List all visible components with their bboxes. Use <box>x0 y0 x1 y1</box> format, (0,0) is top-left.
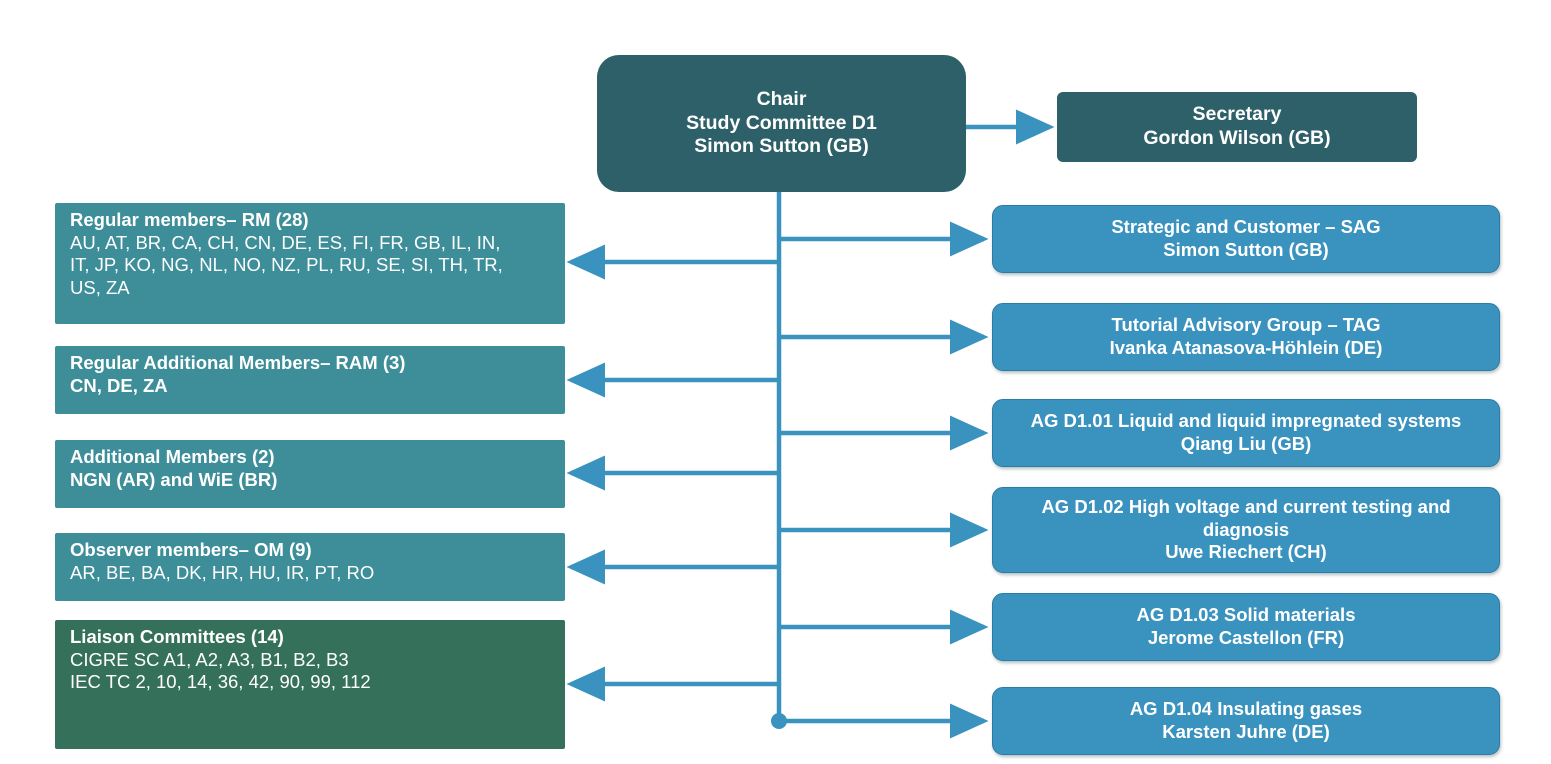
secretary-role: Secretary <box>1192 103 1282 126</box>
trunk-end-dot <box>771 713 787 729</box>
member-box-observer-members[interactable]: Observer members– OM (9) AR, BE, BA, DK,… <box>55 533 565 601</box>
member-body: AU, AT, BR, CA, CH, CN, DE, ES, FI, FR, … <box>70 231 503 298</box>
liaison-iec-tc: IEC TC 2, 10, 14, 36, 42, 90, 99, 112 <box>70 671 371 693</box>
group-convenor: Qiang Liu (GB) <box>1180 433 1312 454</box>
group-title: AG D1.01 Liquid and liquid impregnated s… <box>1030 410 1462 432</box>
group-title: AG D1.04 Insulating gases <box>1129 698 1363 720</box>
chair-person: Simon Sutton (GB) <box>694 135 869 158</box>
liaison-header: Liaison Committees (14) <box>70 626 284 647</box>
member-header: Regular members– RM (28) <box>70 209 309 230</box>
member-body: CN, DE, ZA <box>70 374 168 396</box>
group-box-tag[interactable]: Tutorial Advisory Group – TAG Ivanka Ata… <box>992 303 1500 371</box>
chair-box[interactable]: Chair Study Committee D1 Simon Sutton (G… <box>597 55 966 192</box>
chair-role: Chair <box>756 87 807 110</box>
group-convenor: Jerome Castellon (FR) <box>1147 627 1345 648</box>
liaison-cigre-sc: CIGRE SC A1, A2, A3, B1, B2, B3 <box>70 648 349 670</box>
member-box-additional-members[interactable]: Additional Members (2) NGN (AR) and WiE … <box>55 440 565 508</box>
group-title: AG D1.03 Solid materials <box>1136 604 1356 626</box>
chair-committee: Study Committee D1 <box>686 111 877 134</box>
group-convenor: Karsten Juhre (DE) <box>1162 721 1330 742</box>
group-convenor: Simon Sutton (GB) <box>1163 239 1329 260</box>
group-convenor: Uwe Riechert (CH) <box>1165 541 1327 563</box>
group-title: Tutorial Advisory Group – TAG <box>1111 314 1381 336</box>
member-box-regular-additional-members[interactable]: Regular Additional Members– RAM (3) CN, … <box>55 346 565 414</box>
member-header: Regular Additional Members– RAM (3) <box>70 352 406 373</box>
group-title: Strategic and Customer – SAG <box>1111 216 1381 238</box>
group-box-ag-d1-01[interactable]: AG D1.01 Liquid and liquid impregnated s… <box>992 399 1500 467</box>
member-body: AR, BE, BA, DK, HR, HU, IR, PT, RO <box>70 561 375 583</box>
group-box-ag-d1-02[interactable]: AG D1.02 High voltage and current testin… <box>992 487 1500 573</box>
group-box-ag-d1-04[interactable]: AG D1.04 Insulating gases Karsten Juhre … <box>992 687 1500 755</box>
liaison-committees-box[interactable]: Liaison Committees (14) CIGRE SC A1, A2,… <box>55 620 565 749</box>
member-header: Observer members– OM (9) <box>70 539 312 560</box>
group-convenor: Ivanka Atanasova-Höhlein (DE) <box>1109 337 1383 358</box>
group-title: AG D1.02 High voltage and current testin… <box>1041 496 1451 540</box>
secretary-box[interactable]: Secretary Gordon Wilson (GB) <box>1057 92 1417 162</box>
member-body: NGN (AR) and WiE (BR) <box>70 468 278 490</box>
group-box-sag[interactable]: Strategic and Customer – SAG Simon Sutto… <box>992 205 1500 273</box>
member-box-regular-members[interactable]: Regular members– RM (28) AU, AT, BR, CA,… <box>55 203 565 324</box>
secretary-person: Gordon Wilson (GB) <box>1143 127 1331 149</box>
member-header: Additional Members (2) <box>70 446 275 467</box>
group-box-ag-d1-03[interactable]: AG D1.03 Solid materials Jerome Castello… <box>992 593 1500 661</box>
